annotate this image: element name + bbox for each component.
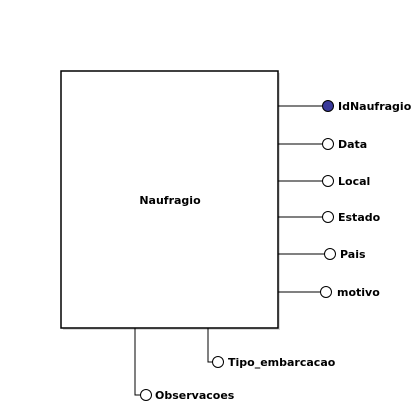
attribute-pais[interactable]: Pais <box>278 248 366 261</box>
attribute-marker-icon <box>324 248 336 260</box>
attribute-label: Estado <box>338 211 381 224</box>
attribute-marker-icon <box>320 286 332 298</box>
attribute-local[interactable]: Local <box>278 175 370 188</box>
attribute-data[interactable]: Data <box>278 138 367 151</box>
attribute-connector <box>207 328 212 363</box>
attribute-label: Observacoes <box>155 389 235 402</box>
entity-name: Naufragio <box>139 194 201 207</box>
attribute-label: Pais <box>340 248 366 261</box>
attribute-label: Local <box>338 175 370 188</box>
attribute-label: Data <box>338 138 367 151</box>
attribute-marker-icon <box>140 389 152 401</box>
attribute-connector <box>134 328 140 396</box>
attribute-label: motivo <box>337 286 380 299</box>
key-attribute-marker-icon <box>322 100 334 112</box>
attribute-label: IdNaufragio <box>338 100 412 113</box>
entity-box[interactable] <box>60 70 279 329</box>
attribute-observacoes[interactable]: Observacoes <box>134 328 235 402</box>
attribute-marker-icon <box>212 356 224 368</box>
attribute-estado[interactable]: Estado <box>278 211 381 224</box>
attribute-marker-icon <box>322 138 334 150</box>
attribute-tipo-embarcacao[interactable]: Tipo_embarcacao <box>207 328 336 369</box>
attribute-label: Tipo_embarcacao <box>228 356 336 369</box>
attribute-idnaufragio[interactable]: IdNaufragio <box>278 100 412 113</box>
attribute-motivo[interactable]: motivo <box>278 286 380 299</box>
attribute-marker-icon <box>322 175 334 187</box>
attribute-marker-icon <box>322 211 334 223</box>
